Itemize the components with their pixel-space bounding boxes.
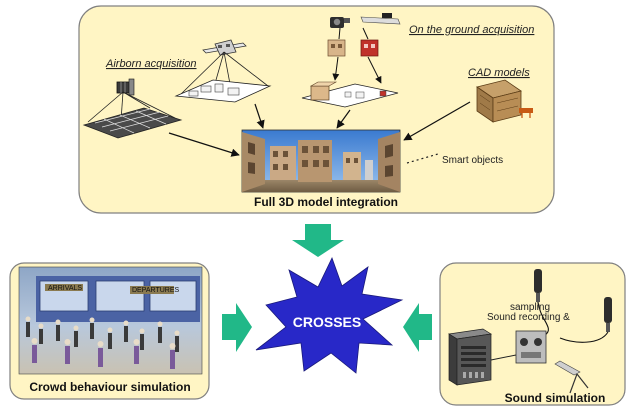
crosses-label: CROSSES [293, 314, 361, 330]
smart-objects-pointer [406, 153, 439, 164]
sound-panel-title: Sound simulation [505, 391, 606, 405]
top-panel-title: Full 3D model integration [254, 195, 398, 209]
crowd-panel-title: Crowd behaviour simulation [29, 380, 190, 394]
top-panel-background [78, 5, 555, 214]
crosses-star [255, 256, 404, 374]
ground-links [332, 27, 382, 84]
airborne-acquisition-label: Airborn acquisition [105, 58, 197, 70]
ground-acquisition-label: On the ground acquisition [409, 24, 534, 36]
crowd-people [25, 316, 180, 369]
satellite-image-tile [82, 107, 183, 139]
left-arrow [403, 303, 432, 352]
smart-objects-label: Smart objects [442, 155, 503, 166]
texture-sample-icon [360, 39, 379, 57]
right-arrow [222, 303, 252, 352]
top-panel: Airborn acquisition On the ground acquis… [78, 5, 555, 214]
microphone-icon-2 [604, 297, 612, 332]
sound-panel: sampling Sound recording & Sound simulat… [439, 262, 626, 406]
arrivals-sign: ARRIVALS [48, 285, 82, 292]
down-arrow [292, 224, 344, 257]
crosses-hub: CROSSES [255, 256, 404, 374]
aircraft-icon [202, 39, 247, 56]
cad-models-label: CAD models [468, 67, 530, 79]
sound-recording-label: Sound recording & [487, 312, 570, 323]
scanner-icon [360, 13, 401, 25]
integrated-3d-city-render [241, 129, 401, 193]
crowd-panel: ARRIVALS DEPARTURES [9, 262, 210, 400]
stand-microphone-icon [554, 360, 589, 394]
microphone-icon [534, 269, 542, 302]
integration-arrows [168, 101, 471, 157]
aerial-image-tile [174, 79, 272, 103]
sampling-label: sampling [510, 302, 550, 313]
departures-sign: DEPARTURES [132, 287, 180, 294]
terminal-facade: ARRIVALS DEPARTURES [36, 276, 200, 322]
camera-icon [330, 17, 350, 28]
satellite-icon [116, 78, 135, 96]
mic-cable [537, 301, 609, 343]
cad-model-icon [476, 79, 533, 123]
photo-texture-icon [327, 39, 346, 57]
computer-tower-icon [448, 328, 492, 386]
ground-map-tile [301, 81, 399, 108]
sound-recorder-icon [515, 330, 547, 364]
recorder-cable [490, 354, 517, 361]
